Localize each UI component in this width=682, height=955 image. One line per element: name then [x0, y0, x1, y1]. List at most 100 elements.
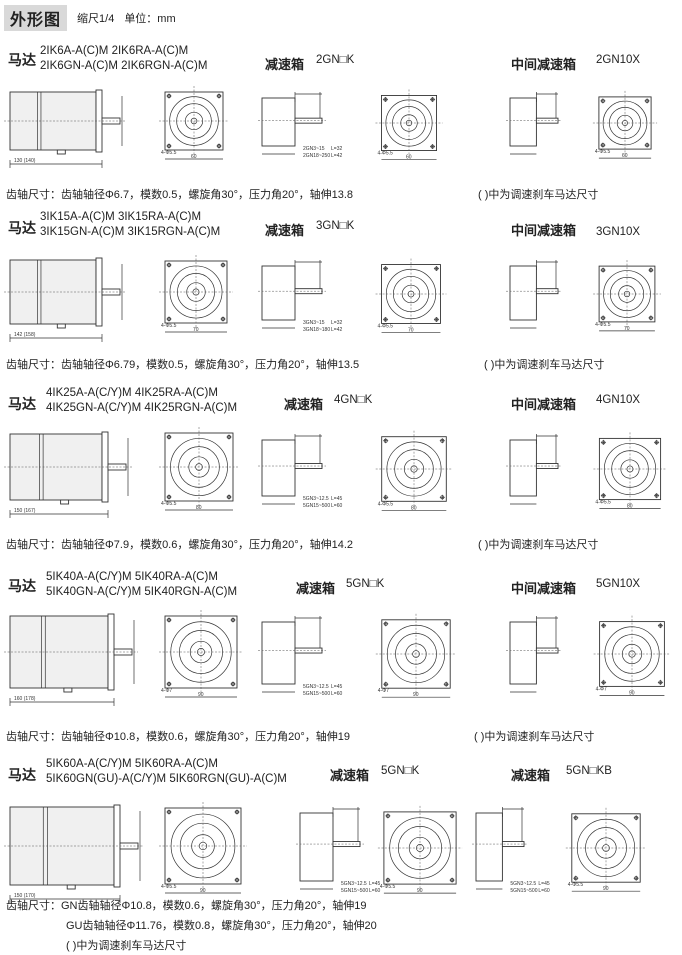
- motor-model-line: 3IK15GN-A(C)M 3IK15RGN-A(C)M: [40, 226, 221, 238]
- gear-length-2: L=60: [331, 503, 342, 509]
- motor-front-view: 904-Φ5.5: [159, 802, 247, 894]
- spec-section: 马达 5IK60A-A(C/Y)M 5IK60RA-A(C)M 5IK60GN(GU…: [0, 755, 682, 955]
- motor-length-dim: 130 (140): [14, 158, 36, 164]
- intermediate-gearbox-model: 2GN10X: [596, 54, 641, 66]
- gearbox-model: 2GN□K: [316, 54, 355, 66]
- mount-hole-dim: 4-Φ7: [378, 688, 389, 694]
- mount-hole-dim: 4-Φ5.5: [595, 322, 611, 328]
- intermediate-gearbox-label: 中间减速箱: [511, 582, 577, 597]
- gearbox-model: 4GN□K: [334, 394, 373, 406]
- motor-model-line: 2IK6GN-A(C)M 2IK6RGN-A(C)M: [40, 60, 208, 72]
- gear-length-1: L=45: [331, 684, 342, 690]
- motor-front-view: 904-Φ7: [159, 610, 243, 698]
- intermediate-gearbox-model: 3GN10X: [596, 226, 641, 238]
- mount-hole-dim: 4-Φ5.5: [595, 149, 611, 155]
- gear-ratio-range-2: 3GN18~180: [303, 327, 330, 333]
- gear-ratio-range-2: 5GN15~500: [510, 888, 537, 894]
- square-size-dim: 80: [627, 504, 633, 510]
- square-size-dim: 70: [408, 327, 414, 333]
- intermediate-gearbox-label: 减速箱: [511, 769, 551, 784]
- square-size-dim: 90: [603, 886, 609, 892]
- gearbox-side-view: [506, 616, 562, 693]
- motor-side-view: 150 (170): [4, 804, 144, 903]
- gearbox-front-view: 604-Φ5.5: [375, 89, 443, 161]
- speed-brake-note: ( )中为调速刹车马达尺寸: [478, 539, 599, 551]
- mount-hole-dim: 4-Φ5.5: [161, 501, 177, 507]
- motor-label: 马达: [8, 768, 36, 784]
- gear-length-1: L=45: [331, 496, 342, 502]
- motor-model-line: 5IK40GN-A(C/Y)M 5IK40RGN-A(C)M: [46, 586, 238, 598]
- gearbox-label: 减速箱: [330, 769, 370, 784]
- motor-length-dim: 150 (167): [14, 508, 36, 514]
- gearbox-model: 5GN□K: [381, 765, 420, 777]
- shaft-spec: 齿轴尺寸：GN齿轴轴径Φ10.8，模数0.6，螺旋角30°，压力角20°，轴伸1…: [6, 900, 367, 912]
- page-title: 外形图: [4, 5, 68, 31]
- mount-hole-dim: 4-Φ5.5: [161, 884, 177, 890]
- motor-side-view: 130 (140): [4, 89, 126, 168]
- intermediate-front-view: 60 4-Φ5.5: [592, 90, 658, 159]
- motor-model-line: 4IK25A-A(C/Y)M 4IK25RA-A(C)M: [46, 387, 218, 399]
- motor-front-view: 604-Φ5.5: [159, 86, 229, 160]
- square-size-dim: 60: [622, 153, 628, 159]
- gear-ratio-range-1: 5GN3~12.5: [341, 881, 367, 887]
- gearbox-side-view: [506, 434, 562, 505]
- intermediate-front-view: 904-Φ5.5: [565, 807, 647, 892]
- gearbox-label: 减速箱: [296, 582, 336, 597]
- shaft-spec: 齿轴尺寸：齿轴轴径Φ6.79，模数0.5，螺旋角30°，压力角20°，轴伸13.…: [6, 359, 360, 371]
- motor-side-view: 150 (167): [4, 431, 132, 518]
- motor-side-view: 142 (158): [4, 257, 126, 342]
- intermediate-gearbox-model: 5GN10X: [596, 578, 641, 590]
- motor-length-dim: 160 (178): [14, 696, 36, 702]
- gearbox-front-view: 904-Φ7: [375, 613, 457, 698]
- motor-model-line: 5IK60A-A(C/Y)M 5IK60RA-A(C)M: [46, 758, 218, 770]
- gear-ratio-range-1: 3GN3~15: [303, 320, 325, 326]
- gear-length-2: L=42: [331, 327, 342, 333]
- gear-length-2: L=60: [369, 888, 380, 894]
- motor-model-line: 4IK25GN-A(C/Y)M 4IK25RGN-A(C)M: [46, 402, 238, 414]
- motor-model-line: 2IK6A-A(C)M 2IK6RA-A(C)M: [40, 45, 189, 57]
- gearbox-front-view: 704-Φ5.5: [375, 258, 447, 333]
- square-size-dim: 90: [198, 692, 204, 698]
- square-size-dim: 90: [417, 888, 423, 894]
- gearbox-side-view: [506, 92, 562, 155]
- square-size-dim: 60: [191, 154, 197, 160]
- motor-model-line: 5IK40A-A(C/Y)M 5IK40RA-A(C)M: [46, 571, 218, 583]
- gear-length-1: L=32: [331, 320, 342, 326]
- spec-section: 马达 5IK40A-A(C/Y)M 5IK40RA-A(C)M 5IK40GN-A(…: [0, 566, 682, 755]
- speed-brake-note: ( )中为调速刹车马达尺寸: [478, 189, 599, 201]
- mount-hole-dim: 4-Φ5.5: [595, 500, 611, 506]
- motor-model-line: 5IK60GN(GU)-A(C/Y)M 5IK60RGN(GU)-A(C)M: [46, 773, 287, 785]
- motor-label: 马达: [8, 579, 36, 595]
- square-size-dim: 60: [406, 155, 412, 161]
- shaft-spec-gu: GU齿轴轴径Φ11.76，模数0.8，螺旋角30°，压力角20°，轴伸20: [66, 920, 377, 932]
- motor-models: 5IK40A-A(C/Y)M 5IK40RA-A(C)M 5IK40GN-A(C/…: [46, 570, 237, 600]
- gearbox-front-view: 904-Φ5.5: [377, 805, 463, 894]
- motor-length-dim: 142 (158): [14, 332, 36, 338]
- motor-length-dim: 150 (170): [14, 893, 36, 899]
- gear-length-1: L=45: [369, 881, 380, 887]
- mount-hole-dim: 4-Φ5.5: [378, 501, 394, 507]
- gear-ratio-range-2: 2GN18~250: [303, 153, 330, 159]
- intermediate-front-view: 704-Φ5.5: [593, 260, 661, 332]
- shaft-spec: 齿轴尺寸：齿轴轴径Φ6.7，模数0.5，螺旋角30°，压力角20°，轴伸13.8: [6, 189, 354, 201]
- motor-models: 5IK60A-A(C/Y)M 5IK60RA-A(C)M 5IK60GN(GU)-…: [46, 757, 287, 787]
- motor-models: 2IK6A-A(C)M 2IK6RA-A(C)M 2IK6GN-A(C)M 2IK…: [40, 44, 207, 74]
- square-size-dim: 90: [629, 690, 635, 696]
- gear-length-1: L=45: [538, 881, 549, 887]
- motor-front-view: 804-Φ5.5: [159, 427, 239, 511]
- gear-length-2: L=60: [538, 888, 549, 894]
- gear-ratio-range-1: 2GN3~15: [303, 146, 325, 152]
- gear-ratio-range-1: 5GN3~12.5: [510, 881, 536, 887]
- unit-text: 单位：mm: [124, 13, 176, 25]
- page-header: 外形图 缩尺1/4 单位：mm: [4, 5, 176, 31]
- mount-hole-dim: 4-Φ5.5: [161, 323, 177, 329]
